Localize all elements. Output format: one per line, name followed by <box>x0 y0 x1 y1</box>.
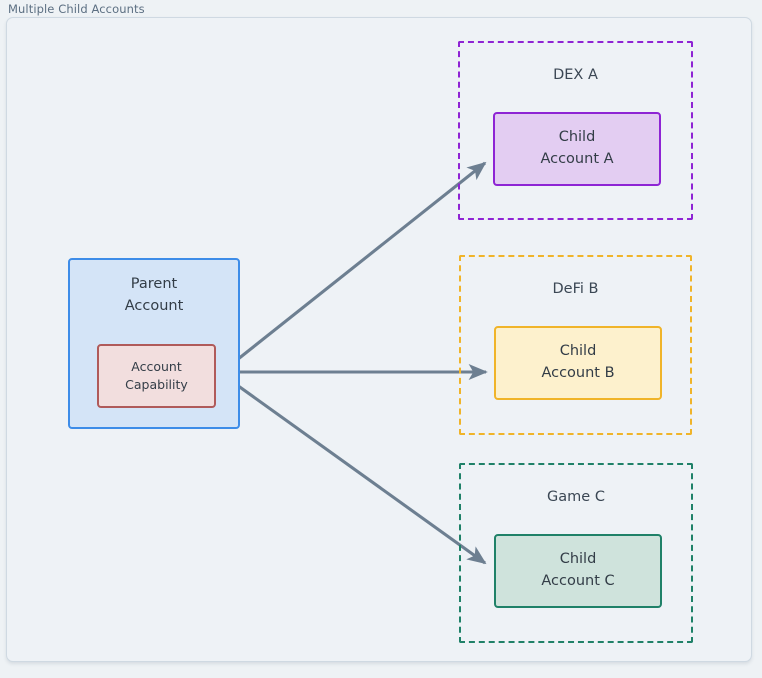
group-defi-b[interactable]: DeFi B Child Account B <box>459 255 692 435</box>
account-capability-node[interactable]: Account Capability <box>97 344 216 408</box>
group-dex-a-label: DEX A <box>553 67 598 83</box>
account-capability-label-line2: Capability <box>125 377 188 392</box>
group-game-c-label: Game C <box>547 489 605 505</box>
panel-title: Multiple Child Accounts <box>8 2 145 16</box>
child-account-b-label-line1: Child <box>559 343 597 360</box>
child-account-b-label-line2: Account B <box>541 365 615 381</box>
group-dex-a[interactable]: DEX A Child Account A <box>458 41 693 220</box>
child-account-c-label-line1: Child <box>559 551 597 568</box>
child-account-a-node[interactable]: Child Account A <box>493 112 661 186</box>
account-capability-label-line1: Account <box>131 358 182 374</box>
group-defi-b-label: DeFi B <box>552 281 599 297</box>
parent-account-node[interactable]: Parent Account Account Capability <box>68 258 240 429</box>
child-account-a-label-line1: Child <box>558 129 596 146</box>
child-account-c-node[interactable]: Child Account C <box>494 534 662 608</box>
child-account-c-label-line2: Account C <box>541 573 615 589</box>
child-account-b-node[interactable]: Child Account B <box>494 326 662 400</box>
parent-account-label: Parent Account <box>125 274 184 318</box>
parent-account-label-line1: Parent <box>130 276 178 292</box>
child-account-a-label-line2: Account A <box>540 151 614 167</box>
parent-account-label-line2: Account <box>124 297 184 314</box>
group-game-c[interactable]: Game C Child Account C <box>459 463 693 643</box>
